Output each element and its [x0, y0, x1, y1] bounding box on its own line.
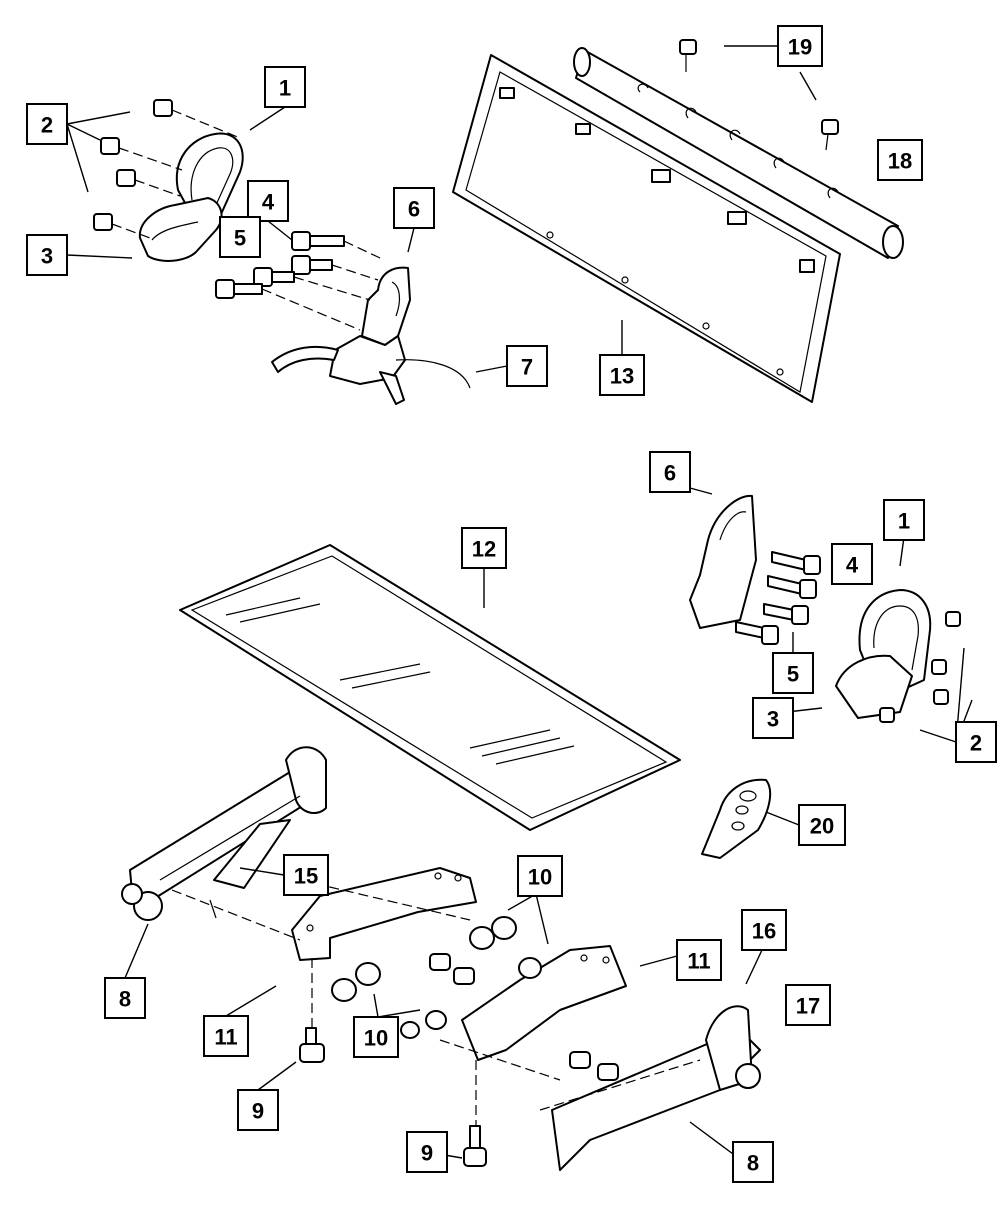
- callout-17: 17: [785, 984, 831, 1026]
- callout-label: 1: [279, 76, 291, 101]
- bottom-dashed-alignment: [171, 879, 701, 1126]
- callout-1-top: 1: [264, 66, 306, 108]
- callout-label: 11: [214, 1025, 237, 1050]
- callout-label: 1: [898, 509, 910, 534]
- center-mount-bracket: [461, 945, 627, 1061]
- callout-label: 8: [119, 987, 131, 1012]
- callout-label: 6: [664, 461, 676, 486]
- callout-label: 11: [687, 949, 710, 974]
- callout-5-top: 5: [219, 216, 261, 258]
- callout-1-right: 1: [883, 499, 925, 541]
- callout-label: 4: [262, 190, 275, 215]
- callout-7: 7: [506, 345, 548, 387]
- callout-9-right: 9: [406, 1131, 448, 1173]
- callout-label: 10: [528, 865, 552, 890]
- rod-screws: [679, 39, 839, 151]
- callout-8-left: 8: [104, 977, 146, 1019]
- callout-label: 7: [521, 355, 533, 380]
- callout-label: 3: [767, 707, 779, 732]
- callout-6-right: 6: [649, 451, 691, 493]
- callout-label: 18: [888, 149, 912, 174]
- callout-label: 9: [421, 1141, 433, 1166]
- callout-label: 12: [472, 537, 496, 562]
- callout-label: 19: [788, 35, 812, 60]
- right-side-bolts: [735, 551, 821, 645]
- bottom-bolts-and-nuts: [299, 916, 619, 1167]
- right-side-screws: [879, 611, 961, 723]
- callout-12: 12: [461, 527, 507, 569]
- callout-label: 17: [796, 994, 820, 1019]
- callout-10-upper: 10: [517, 855, 563, 897]
- left-mount-bracket: [291, 867, 477, 961]
- right-side-pivot-cover: [835, 589, 932, 719]
- callout-label: 13: [610, 364, 634, 389]
- callout-19: 19: [777, 25, 823, 67]
- callout-label: 2: [41, 113, 53, 138]
- tailgate-lid: [179, 544, 681, 831]
- callout-label: 16: [752, 919, 776, 944]
- callout-20: 20: [798, 804, 846, 846]
- callout-label: 6: [408, 197, 420, 222]
- upper-left-screws: [93, 99, 241, 239]
- callout-2-top: 2: [26, 103, 68, 145]
- upper-left-bolts: [215, 231, 381, 331]
- callout-3-right: 3: [752, 697, 794, 739]
- callout-8-right: 8: [732, 1141, 774, 1183]
- callout-label: 10: [364, 1026, 388, 1051]
- callout-15: 15: [283, 854, 329, 896]
- callout-label: 3: [41, 244, 53, 269]
- leader-lines: [66, 45, 973, 1159]
- callout-11-left: 11: [203, 1015, 249, 1057]
- callout-6-top: 6: [393, 187, 435, 229]
- callout-label: 4: [846, 553, 859, 578]
- tailgate-rod: [573, 47, 904, 259]
- callout-label: 20: [810, 814, 834, 839]
- callout-18: 18: [877, 139, 923, 181]
- callout-label: 15: [294, 864, 318, 889]
- callout-5-right: 5: [772, 652, 814, 694]
- callout-16: 16: [741, 909, 787, 951]
- callout-label: 5: [234, 226, 246, 251]
- callout-10-lower: 10: [353, 1016, 399, 1058]
- upper-left-pivot-cover: [138, 132, 244, 262]
- callout-label: 9: [252, 1099, 264, 1124]
- callout-label: 8: [747, 1151, 759, 1176]
- right-side-plate: [701, 778, 772, 859]
- callout-13: 13: [599, 354, 645, 396]
- callout-label: 2: [970, 731, 982, 756]
- callout-4-top: 4: [247, 180, 289, 222]
- callout-4-right: 4: [831, 543, 873, 585]
- upper-left-bracket: [271, 266, 471, 405]
- right-side-bracket: [689, 494, 757, 629]
- right-hinge-arm: [551, 1005, 761, 1171]
- callout-3-top: 3: [26, 234, 68, 276]
- left-hinge-arm: [121, 746, 327, 921]
- callout-11-right: 11: [676, 939, 722, 981]
- callout-label: 5: [787, 662, 799, 687]
- callout-2-right: 2: [955, 721, 997, 763]
- left-hinge-strap: [209, 819, 291, 919]
- callout-9-left: 9: [237, 1089, 279, 1131]
- tailgate-panel: [452, 54, 841, 403]
